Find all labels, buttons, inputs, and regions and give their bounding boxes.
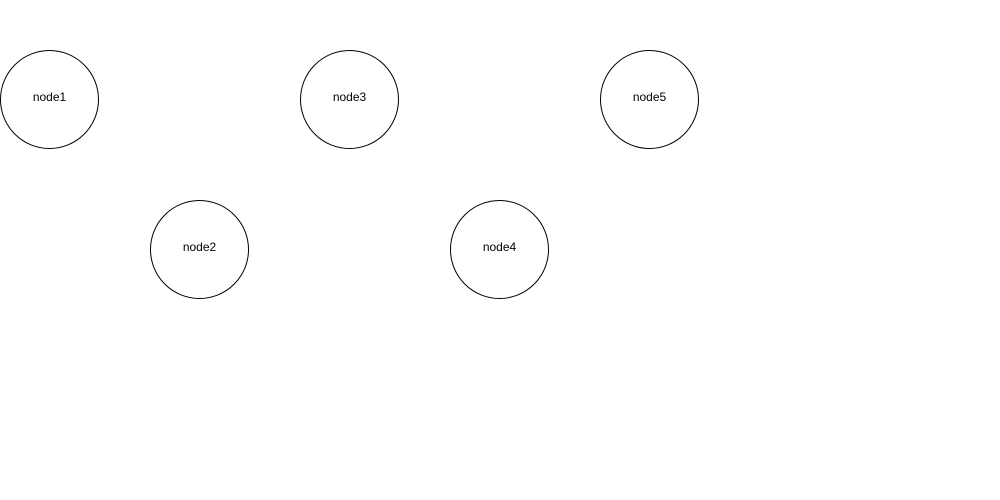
node-node3[interactable]: node3 — [300, 50, 399, 149]
node-label: node5 — [632, 90, 667, 104]
node-label: node1 — [32, 90, 67, 104]
node-node1[interactable]: node1 — [0, 50, 99, 149]
node-label: node2 — [182, 240, 217, 254]
node-label: node4 — [482, 240, 517, 254]
node-node4[interactable]: node4 — [450, 200, 549, 299]
node-label: node3 — [332, 90, 367, 104]
node-node2[interactable]: node2 — [150, 200, 249, 299]
node-node5[interactable]: node5 — [600, 50, 699, 149]
